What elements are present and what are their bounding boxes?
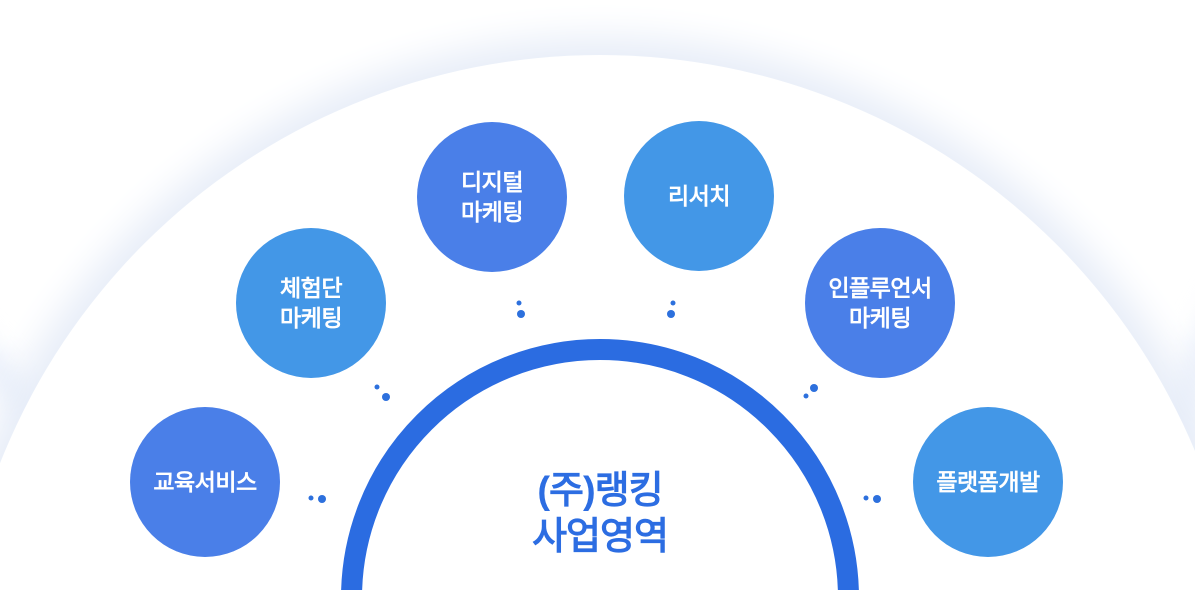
bubble-influencer-marketing: 인플루언서 마케팅 — [805, 228, 955, 378]
bubble-label: 플랫폼개발 — [936, 468, 1040, 495]
page-title: (주)랭킹 사업영역 — [450, 468, 750, 561]
bubble-label: 체험단 — [280, 274, 342, 301]
bubble-label-line2: 마케팅 — [461, 199, 523, 225]
connector-dot — [516, 300, 522, 306]
bubble-label: 인플루언서 — [828, 274, 932, 301]
bubble-experience-marketing: 체험단 마케팅 — [236, 228, 386, 378]
connector-dot — [318, 495, 326, 503]
page-title-line1: (주)랭킹 — [537, 470, 663, 512]
bubble-platform-development: 플랫폼개발 — [913, 407, 1063, 557]
connector-dot — [873, 495, 881, 503]
connector-dot — [374, 384, 380, 390]
bubble-label: 리서치 — [668, 182, 730, 209]
connector-dot — [308, 495, 314, 501]
bubble-label-line2: 마케팅 — [849, 305, 911, 331]
bubble-education-service: 교육서비스 — [130, 407, 280, 557]
connector-dot — [667, 310, 675, 318]
connector-dot — [863, 495, 869, 501]
connector-dot — [670, 300, 676, 306]
bubble-label: 교육서비스 — [153, 468, 257, 495]
bubble-label-line2: 마케팅 — [280, 305, 342, 331]
bubble-digital-marketing: 디지털 마케팅 — [417, 122, 567, 272]
bubble-label: 디지털 — [461, 168, 523, 195]
connector-dot — [803, 393, 809, 399]
bubble-research: 리서치 — [624, 121, 774, 271]
connector-dot — [810, 384, 818, 392]
page-title-line2: 사업영역 — [532, 516, 669, 559]
connector-dot — [382, 393, 390, 401]
connector-dot — [517, 310, 525, 318]
